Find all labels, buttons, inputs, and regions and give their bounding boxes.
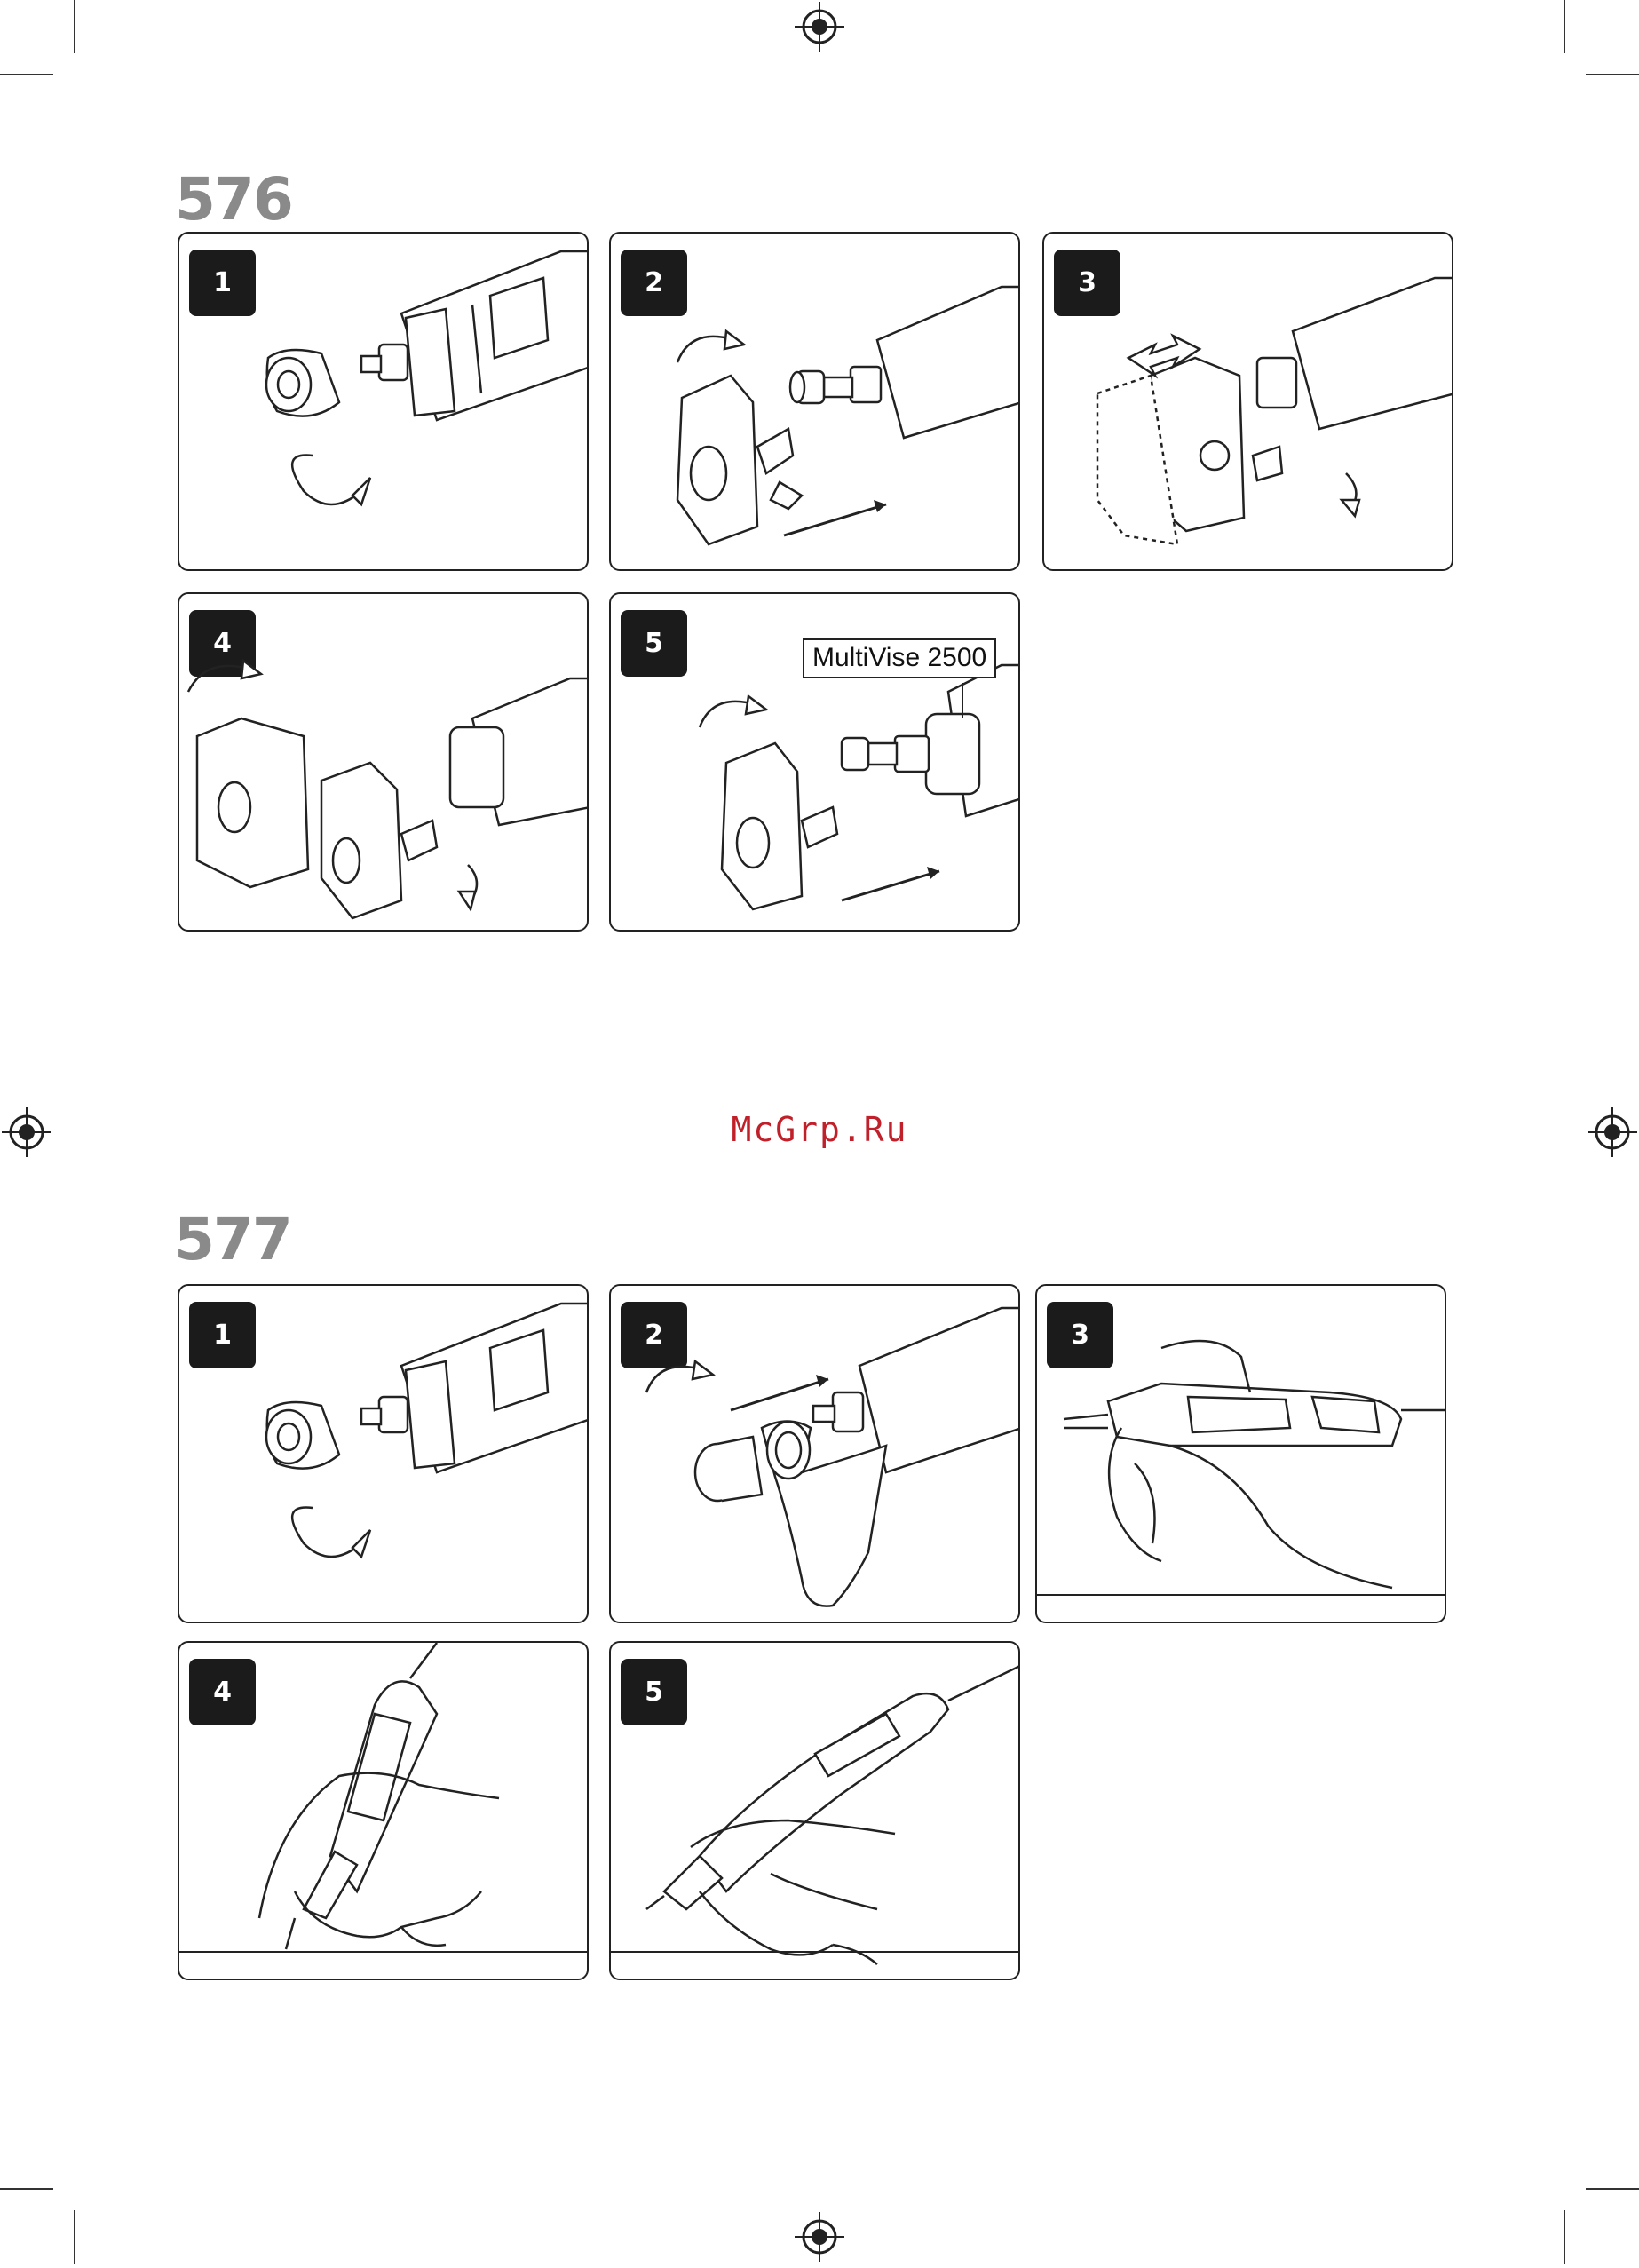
panel-576-step-2: 2 bbox=[609, 232, 1020, 571]
hand-grip-illustration bbox=[1037, 1286, 1446, 1623]
cap-removal-illustration bbox=[179, 594, 589, 932]
section-number-577: 577 bbox=[174, 1210, 291, 1269]
clamp-slide-illustration bbox=[1044, 234, 1453, 571]
panel-577-step-3: 3 bbox=[1035, 1284, 1446, 1623]
panel-576-step-5: 5 MultiVise 2500 bbox=[609, 592, 1020, 932]
panel-576-step-1: 1 bbox=[178, 232, 589, 571]
panel-576-step-4: 4 bbox=[178, 592, 589, 932]
watermark: McGrp.Ru bbox=[0, 1110, 1639, 1149]
panel-577-step-1: 1 bbox=[178, 1284, 589, 1623]
panel-577-step-2: 2 bbox=[609, 1284, 1020, 1623]
clamp-drum-illustration bbox=[611, 234, 1020, 571]
multivise-callout: MultiVise 2500 bbox=[803, 638, 996, 678]
registration-mark-bottom bbox=[795, 2212, 844, 2262]
tool-collet-illustration bbox=[179, 234, 589, 571]
panel-577-step-4: 4 bbox=[178, 1641, 589, 1980]
grip-handle-illustration bbox=[611, 1286, 1020, 1623]
panel-577-step-5: 5 bbox=[609, 1641, 1020, 1980]
registration-mark-top bbox=[795, 2, 844, 52]
section-number-576: 576 bbox=[175, 170, 292, 229]
panel-576-step-3: 3 bbox=[1042, 232, 1453, 571]
hand-angled-grip-illustration bbox=[611, 1643, 1020, 1980]
tool-collet-illustration bbox=[179, 1286, 589, 1623]
hand-pen-grip-illustration bbox=[179, 1643, 589, 1980]
